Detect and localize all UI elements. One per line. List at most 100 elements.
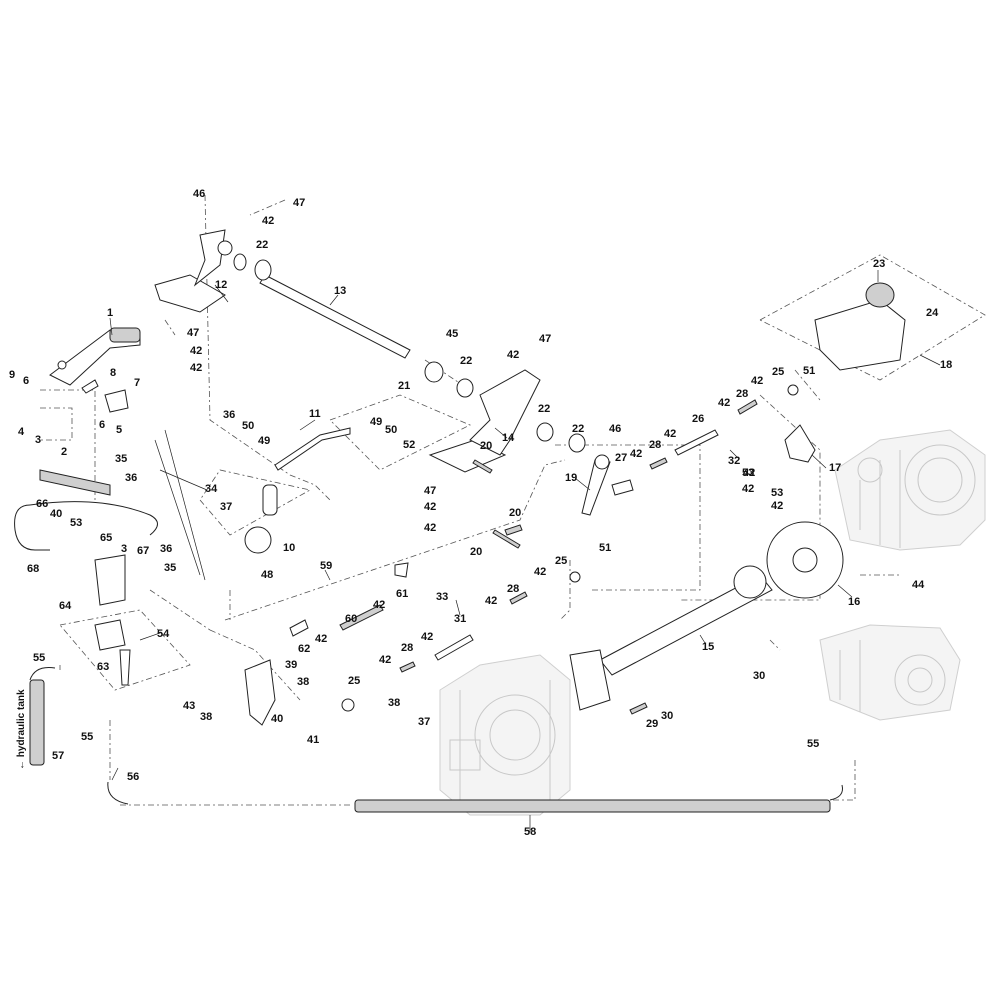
callout-5: 5 [116, 424, 122, 436]
callout-22c: 22 [538, 403, 550, 415]
callout-32: 32 [728, 455, 740, 467]
callout-20c: 20 [470, 546, 482, 558]
callout-30a: 30 [753, 670, 765, 682]
callout-10: 10 [283, 542, 295, 554]
piston-23 [865, 282, 895, 308]
callout-33: 33 [436, 591, 448, 603]
callout-7: 7 [134, 377, 140, 389]
rod-11 [274, 427, 351, 471]
pedal-12 [154, 274, 226, 313]
callout-42c: 42 [190, 362, 202, 374]
bracket-17 [784, 424, 816, 463]
callout-28a: 28 [736, 388, 748, 400]
callout-14: 14 [502, 432, 515, 444]
callout-50a: 50 [242, 420, 254, 432]
callout-25c: 25 [348, 675, 360, 687]
callout-25a: 25 [772, 366, 784, 378]
callout-31: 31 [454, 613, 466, 625]
callout-55c: 55 [807, 738, 819, 750]
callout-42r: 42 [315, 633, 327, 645]
callout-27: 27 [615, 452, 627, 464]
ghost-transmission-housing [834, 429, 986, 551]
callout-6b: 6 [99, 419, 105, 431]
callout-53a: 53 [70, 517, 82, 529]
callout-17: 17 [829, 462, 841, 474]
callout-41: 41 [307, 734, 319, 746]
callout-3b: 3 [121, 543, 127, 555]
callout-35b: 35 [164, 562, 176, 574]
callout-24: 24 [926, 307, 939, 319]
caliper-18 [814, 299, 906, 371]
callout-42b: 42 [190, 345, 202, 357]
callout-29: 29 [646, 718, 658, 730]
tank-hose-57 [29, 679, 45, 766]
callout-47b: 47 [187, 327, 199, 339]
bracket-65 [94, 554, 126, 606]
callout-44: 44 [912, 579, 925, 591]
callout-26: 26 [692, 413, 704, 425]
callout-4: 4 [18, 426, 25, 438]
propshaft-15 [599, 574, 773, 676]
callout-67: 67 [137, 545, 149, 557]
callout-45: 45 [446, 328, 458, 340]
callout-42f: 42 [424, 522, 436, 534]
callout-42h: 42 [718, 397, 730, 409]
callout-42s: 42 [743, 467, 755, 479]
callout-64: 64 [59, 600, 72, 612]
callout-42n: 42 [485, 595, 497, 607]
callout-22a: 22 [256, 239, 268, 251]
callout-42g: 42 [751, 375, 763, 387]
callout-19: 19 [565, 472, 577, 484]
callout-21: 21 [398, 380, 410, 392]
callout-47c: 47 [539, 333, 551, 345]
lever-39 [244, 659, 276, 726]
shift-lever-10 [262, 484, 278, 516]
callout-22d: 22 [572, 423, 584, 435]
callout-16: 16 [848, 596, 860, 608]
callout-48: 48 [261, 569, 273, 581]
callout-12: 12 [215, 279, 227, 291]
callout-30b: 30 [661, 710, 673, 722]
callout-9: 9 [9, 369, 15, 381]
callout-42o: 42 [421, 631, 433, 643]
callout-28d: 28 [401, 642, 413, 654]
callout-42d: 42 [507, 349, 519, 361]
callouts: 1 2 3 3 4 5 6 6 7 8 9 10 11 12 13 14 15 … [9, 188, 952, 838]
callout-36c: 36 [160, 543, 172, 555]
callout-58: 58 [524, 826, 536, 838]
hydraulic-hose-58 [354, 799, 831, 813]
callout-55b: 55 [81, 731, 93, 743]
callout-20b: 20 [509, 507, 521, 519]
callout-25b: 25 [555, 555, 567, 567]
callout-15: 15 [702, 641, 714, 653]
callout-53c: 53 [771, 487, 783, 499]
callout-60: 60 [345, 613, 357, 625]
callout-34: 34 [205, 483, 218, 495]
callout-8: 8 [110, 367, 116, 379]
callout-38b: 38 [200, 711, 212, 723]
callout-18: 18 [940, 359, 952, 371]
callout-42q: 42 [373, 599, 385, 611]
callout-51b: 51 [599, 542, 611, 554]
callout-2: 2 [61, 446, 67, 458]
callout-57: 57 [52, 750, 64, 762]
callout-50b: 50 [385, 424, 397, 436]
hydraulic-lines [14, 429, 843, 813]
callout-11: 11 [309, 408, 321, 420]
callout-39: 39 [285, 659, 297, 671]
callout-42p: 42 [379, 654, 391, 666]
callout-28b: 28 [649, 439, 661, 451]
callout-22b: 22 [460, 355, 472, 367]
callout-40a: 40 [50, 508, 62, 520]
callout-42e: 42 [424, 501, 436, 513]
callout-37a: 37 [220, 501, 232, 513]
callout-35a: 35 [115, 453, 127, 465]
callout-23: 23 [873, 258, 885, 270]
callout-36b: 36 [125, 472, 137, 484]
callout-28c: 28 [507, 583, 519, 595]
callout-51a: 51 [803, 365, 815, 377]
callout-55a: 55 [33, 652, 45, 664]
callout-42i: 42 [664, 428, 676, 440]
